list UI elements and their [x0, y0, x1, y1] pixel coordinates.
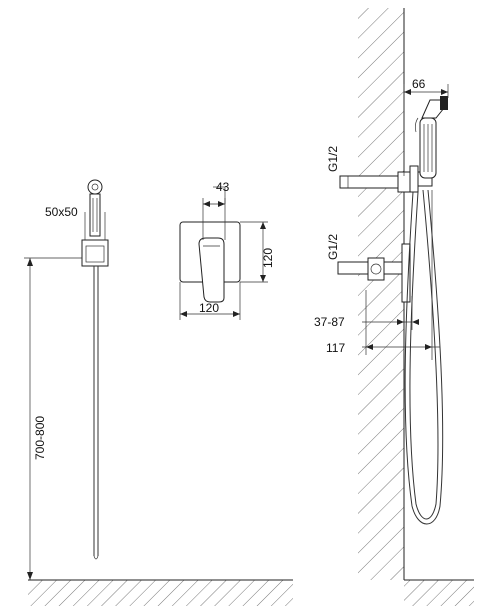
holder-side-icon [409, 165, 419, 193]
dim-hose-height: 700-800 [33, 416, 47, 460]
mixer-view: 43 120 120 [179, 180, 275, 320]
dim-mixer-width: 120 [199, 301, 219, 315]
dim-mixer-depth: 43 [216, 180, 230, 194]
side-view: G1/2 G1/2 66 [314, 8, 474, 606]
dim-wall-offset: 37-87 [314, 315, 345, 329]
dim-sprayer-depth: 66 [412, 77, 426, 91]
dim-thread-upper: G1/2 [326, 146, 340, 172]
dim-mixer-height: 120 [261, 248, 275, 268]
front-view: 50x50 700-800 [24, 179, 293, 606]
shower-handle-icon [89, 193, 101, 237]
dim-thread-lower: G1/2 [326, 234, 340, 260]
wall-hatch [358, 8, 404, 580]
floor-hatch-right [404, 580, 474, 606]
floor-hatch-left [28, 580, 293, 606]
mixer-lever-icon [198, 237, 225, 303]
dim-total-depth: 117 [326, 341, 345, 355]
dim-holder-size: 50x50 [45, 205, 78, 219]
hose-side-icon [404, 189, 444, 525]
hose-front-icon [93, 266, 99, 560]
sprayer-side-icon [414, 96, 448, 179]
shower-head-icon [87, 179, 103, 195]
